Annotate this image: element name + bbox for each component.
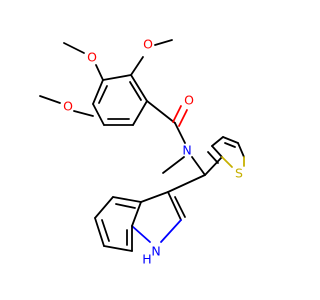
bond-th-s1 [221,156,233,168]
bond-carbonyl-double-1 [172,105,182,123]
bond-ind-c3-c2 [167,191,182,221]
bond-th-3-inner [224,142,236,148]
bond-ind-n-c7a [131,225,151,243]
atom-o-mid-left: O [63,99,73,114]
bond-ring-f-inner [98,85,108,104]
atom-n-indole: N [151,244,160,259]
bond-ind-c3a-c7a [131,201,142,227]
bond-ring-a [102,74,132,81]
atom-s-thiophene: S [235,166,243,181]
bond-carbonyl-n [174,122,186,144]
bond-ch-thiophene [204,156,223,176]
bond-o2-ring [130,56,144,76]
molecule-canvas: O O O O N S H N [39,37,245,267]
bond-o1-ring [95,64,104,81]
atom-o-carbonyl: O [184,93,194,108]
bond-th-1 [211,145,223,158]
bond-ind-c2-n [160,219,182,243]
bond-ring-f [92,79,104,105]
molecule-structure: O O O O N S H N [39,37,245,267]
atom-h-indole: H [142,252,151,267]
bond-methyl1-o1 [63,42,85,54]
bond-th-1-inner [207,151,219,164]
bond-ring-carbonyl [146,100,176,124]
bond-ring-b-inner [129,81,142,101]
bond-ind-c6-c7 [103,245,133,252]
bond-o3-ring [73,110,94,117]
bond-n-ch [191,156,206,176]
bond-methyl2-o2 [154,39,173,46]
bond-th-2 [211,136,224,147]
bond-ring-b [130,74,148,102]
bond-ind-c3a-c4 [112,196,142,203]
bond-n-methyl [162,156,185,174]
bond-th-4 [237,142,245,158]
bond-ch-indole [167,174,206,193]
bond-methyl3-o3 [39,95,61,104]
bond-th-3 [222,136,239,144]
bond-ind-c3-c3a [140,191,169,203]
atom-n-amide: N [182,143,191,158]
bond-ind-c5-inner [101,219,110,242]
bond-ind-c5-c6 [94,217,105,247]
bond-ring-c [132,100,148,126]
bond-ind-c4-c5 [94,196,114,219]
bond-ind-c4-inner [115,203,136,209]
atom-o-top-left: O [87,50,97,65]
bond-carbonyl-double-2 [178,109,188,127]
bond-ind-c2-c3-inner [174,196,186,218]
atom-o-top-right: O [143,37,153,52]
bond-ring-e [92,103,105,126]
